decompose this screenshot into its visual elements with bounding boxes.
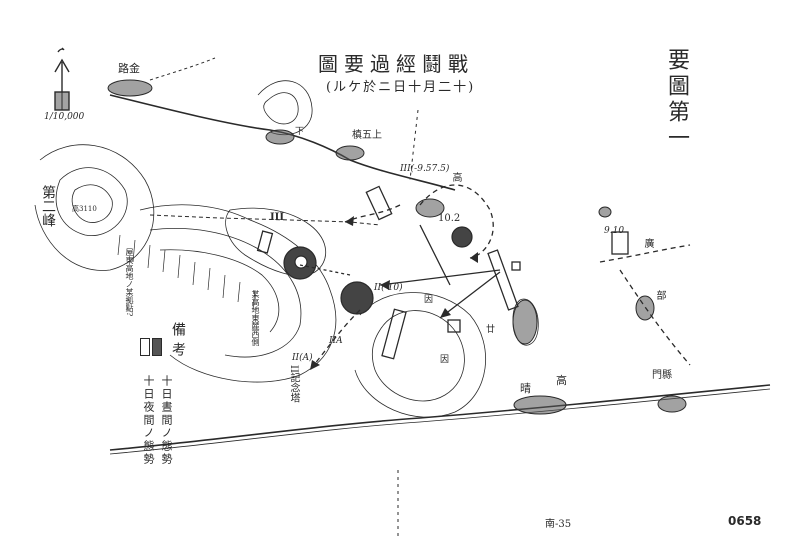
north-arrow (54, 47, 70, 111)
label-hill: 槙五上 (352, 130, 382, 141)
label-unit-III-top: III(-9.57.5) (400, 164, 450, 174)
label-small-b: 因 (440, 355, 450, 365)
position-circles (283, 226, 473, 315)
scale-label: 1/10,000 (44, 112, 85, 122)
legend-heading: 備考 (170, 322, 186, 362)
label-lower-village: 高 (556, 374, 567, 387)
map-subtitle: (ルケ於ニ日十月二十) (326, 80, 476, 95)
label-east-village: 部 (654, 290, 665, 300)
map-title: 圖要過經鬪戰 (318, 52, 474, 76)
ridge-hatching (117, 234, 256, 311)
archive-mark: 南-35 (545, 519, 572, 530)
hatched-features (107, 79, 687, 415)
label-peak-contour: 高3110 (72, 205, 97, 213)
movement-arrows (299, 184, 691, 371)
label-center-annotation: 某高地東麓西側 (251, 290, 260, 346)
arrow-heads (310, 216, 478, 370)
road-bottom (109, 384, 771, 451)
label-small-a: 因 (424, 295, 434, 305)
road-top (109, 94, 456, 191)
label-peak-left: 第二峰 (40, 185, 56, 227)
label-road-bottom-left: 晴 (520, 382, 531, 395)
label-point-912: 9.10 (604, 226, 625, 236)
label-unit-III-left: III (270, 212, 285, 223)
label-unit-II: II(-10) (374, 283, 403, 293)
side-title: 要圖第一 (664, 48, 689, 152)
label-east-road: 門縣 (652, 370, 672, 381)
unit-boxes (256, 185, 629, 360)
label-east-hill: 廣 (642, 238, 653, 248)
label-road-top: 路金 (118, 62, 140, 75)
road-bottom-2 (109, 388, 771, 455)
label-hill-102: 10.2 (438, 213, 461, 224)
label-unit-IIA-bottom: II(A) (292, 353, 313, 363)
legend-day-symbol (140, 338, 150, 356)
legend-day-text: 十日晝間ノ態勢 (160, 375, 173, 466)
center-dashed-line-top (409, 109, 419, 181)
page-number: 0658 (728, 514, 762, 528)
legend-night-symbol (152, 338, 162, 356)
legend-night-text: 十日夜間ノ態勢 (142, 375, 155, 466)
label-village-top: 下 (293, 126, 303, 135)
road-top-secondary (149, 57, 216, 81)
label-memorial: II記念塔 (288, 365, 299, 403)
label-unit-IIA: IIA (329, 336, 343, 346)
label-kanji-near-hill: 高 (450, 172, 461, 182)
ridge-dashes (149, 214, 381, 226)
label-small-right: 廿 (486, 325, 496, 335)
label-left-annotation: 屋東高地ノ某拠點? (125, 248, 134, 317)
